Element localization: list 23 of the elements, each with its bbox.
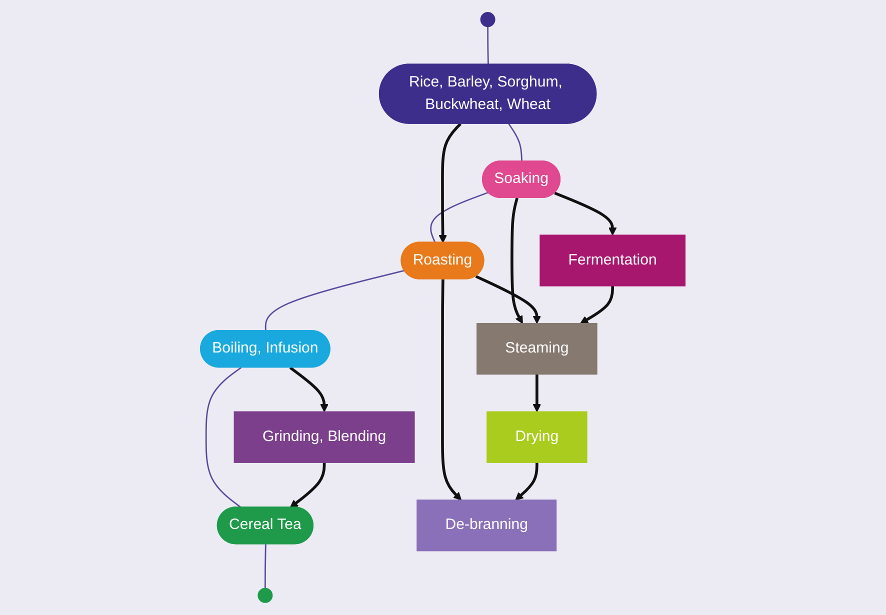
node-box: Drying [486,411,588,463]
node-circle [480,12,496,28]
arrow [290,462,326,508]
arrow [441,279,462,500]
node-box: Grinding, Blending [234,411,415,463]
arrow [580,286,614,324]
node-box: Steaming [476,323,598,375]
arrow [510,198,524,324]
arrow [438,122,462,244]
node-circle [258,588,273,603]
arrow [515,462,539,500]
arrow [533,374,542,412]
node-box: Fermentation [540,234,686,286]
connector [508,123,523,162]
connector [430,192,489,243]
arrow [290,366,329,412]
connector [487,26,490,65]
connector [206,367,242,508]
arrow [475,275,542,324]
arrow [554,192,617,236]
node-box: De-branning [416,500,557,552]
connector [265,270,405,331]
connector [264,544,267,588]
